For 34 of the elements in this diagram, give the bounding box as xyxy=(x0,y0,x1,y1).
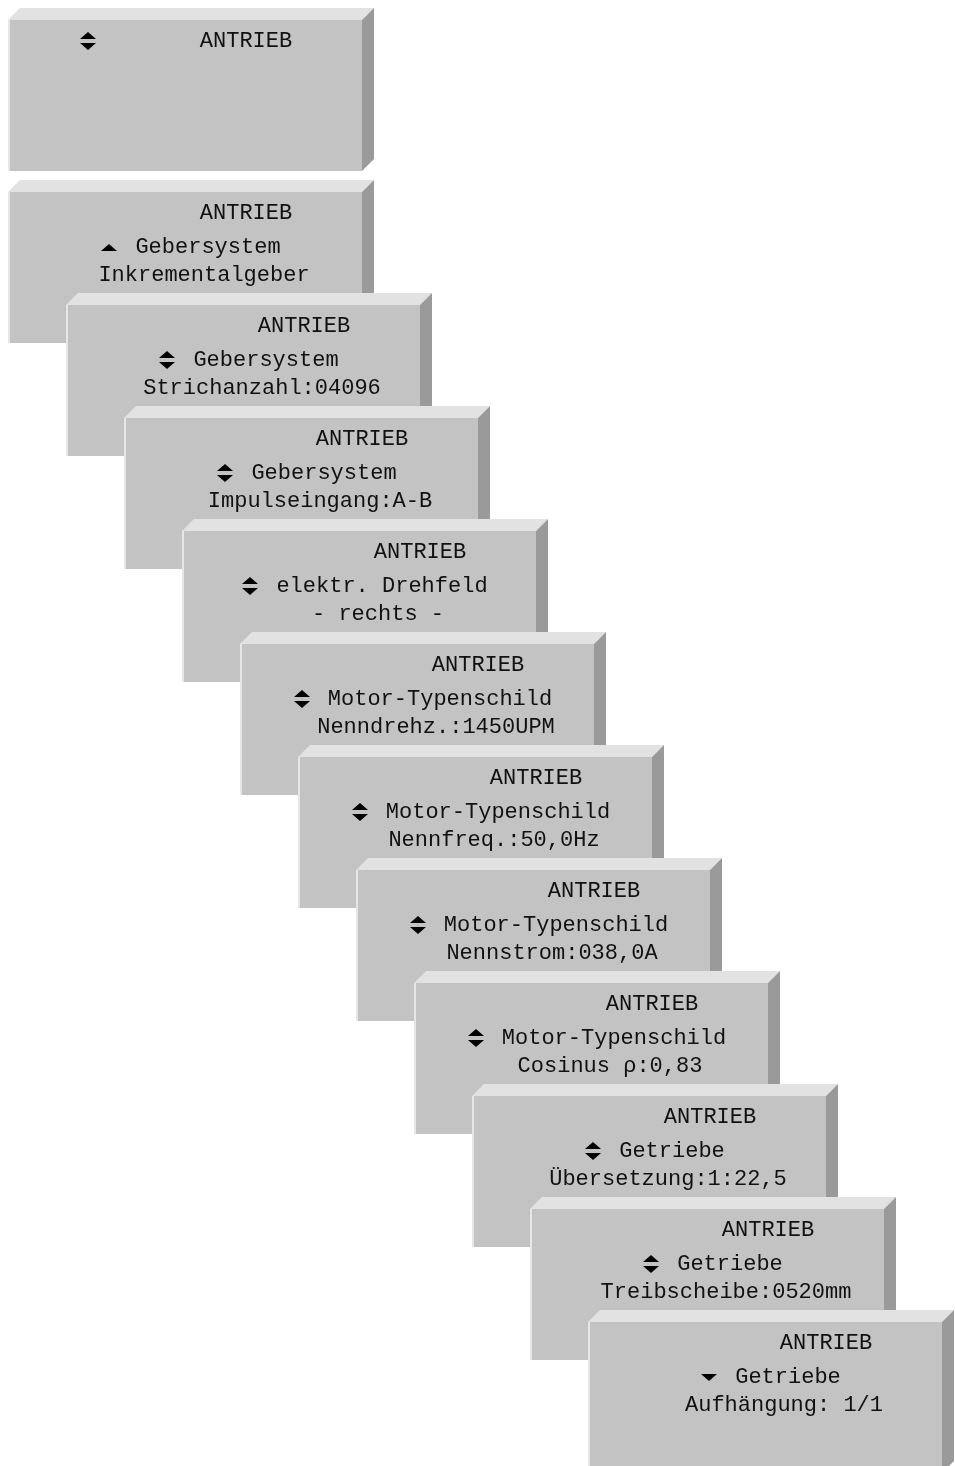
display-heading: ANTRIEB xyxy=(431,653,525,679)
display-text-line: Motor-Typenschild xyxy=(327,687,553,713)
display-heading: ANTRIEB xyxy=(315,427,409,453)
display-text-line: Nennstrom:038,0A xyxy=(446,941,658,967)
display-text-line: Übersetzung:1:22,5 xyxy=(549,1167,787,1193)
display-heading: ANTRIEB xyxy=(779,1331,873,1357)
display-text-line: Nenndrehz.:1450UPM xyxy=(317,715,555,741)
display-text-line: Getriebe xyxy=(677,1252,783,1278)
display-text-line: Nennfreq.:50,0Hz xyxy=(388,828,600,854)
display-heading: ANTRIEB xyxy=(663,1105,757,1131)
display-text-line: Cosinus ρ:0,83 xyxy=(517,1054,703,1080)
display-heading: ANTRIEB xyxy=(199,29,293,55)
display-text-line: Gebersystem xyxy=(251,461,397,487)
display-heading: ANTRIEB xyxy=(721,1218,815,1244)
display-text-line: Aufhängung: 1/1 xyxy=(685,1393,883,1419)
display-text-line: Gebersystem xyxy=(193,348,339,374)
display-text-line: Treibscheibe:0520mm xyxy=(600,1280,852,1306)
display-heading: ANTRIEB xyxy=(547,879,641,905)
display-heading: ANTRIEB xyxy=(199,201,293,227)
display-text-line: elektr. Drehfeld xyxy=(276,574,488,600)
display-text-line: Gebersystem xyxy=(135,235,281,261)
display-text-line: Motor-Typenschild xyxy=(501,1026,727,1052)
display-text-line: Strichanzahl:04096 xyxy=(143,376,381,402)
display-heading: ANTRIEB xyxy=(605,992,699,1018)
display-text-line: Impulseingang:A-B xyxy=(207,489,433,515)
display-text-line: Getriebe xyxy=(619,1139,725,1165)
display-text-line: Getriebe xyxy=(735,1365,841,1391)
display-text-line: Inkrementalgeber xyxy=(98,263,310,289)
display-heading: ANTRIEB xyxy=(257,314,351,340)
display-heading: ANTRIEB xyxy=(489,766,583,792)
display-text-line: Motor-Typenschild xyxy=(385,800,611,826)
display-heading: ANTRIEB xyxy=(373,540,467,566)
display-text-line: - rechts - xyxy=(312,602,444,628)
display-text-line: Motor-Typenschild xyxy=(443,913,669,939)
